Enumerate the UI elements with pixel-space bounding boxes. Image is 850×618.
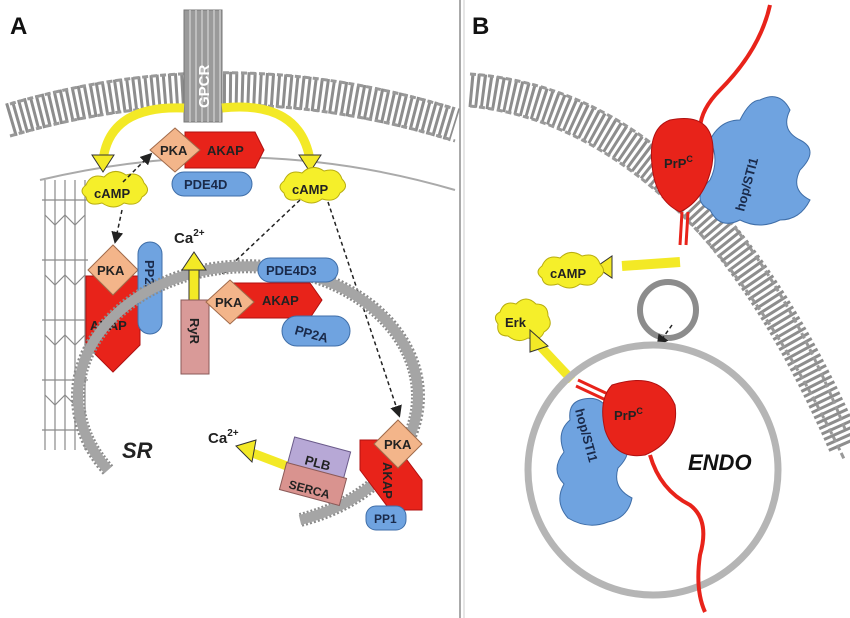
- pka-right-label: PKA: [384, 437, 412, 452]
- endosome: [524, 341, 782, 599]
- erk: [494, 298, 551, 342]
- ca-uptake-arrow-head: [235, 439, 257, 464]
- pka-left-label: PKA: [97, 263, 125, 278]
- akap-mid-label: AKAP: [262, 293, 299, 308]
- erk-label: Erk: [505, 315, 527, 330]
- endo-label: ENDO: [688, 450, 752, 475]
- akap-top-label: AKAP: [207, 143, 244, 158]
- camp-right-label: cAMP: [292, 182, 328, 197]
- prpc-top: [650, 118, 714, 213]
- ca-release-arrow-shaft: [188, 267, 200, 301]
- ca-top-label: Ca2+: [174, 228, 205, 247]
- pka-right: [373, 419, 423, 469]
- pde4d3: [257, 257, 339, 283]
- camp-b-label: cAMP: [550, 266, 586, 281]
- budding-vesicle: [637, 279, 699, 341]
- pka-top-label: PKA: [160, 143, 188, 158]
- prpc-bottom-label: PrPC: [614, 406, 643, 423]
- pka-mid: [205, 279, 255, 325]
- pka-top: [149, 127, 201, 173]
- panel-a-label: A: [10, 13, 27, 40]
- ryr-label: RyR: [187, 318, 202, 345]
- camp-arrow-head-b: [595, 255, 613, 279]
- camp-arrow-shaft-b: [621, 257, 681, 271]
- pde4d-label: PDE4D: [184, 177, 227, 192]
- camp-left: [81, 171, 148, 208]
- pp1: [365, 505, 407, 531]
- akap-right-label: AKAP: [380, 462, 395, 499]
- prpc-bottom-tail: [648, 454, 707, 613]
- prpc-bottom: [602, 380, 677, 457]
- gpcr-arrow-right: [221, 102, 315, 161]
- dashed-arrow-camp-to-pka-right: [327, 201, 402, 418]
- dashed-arrow-endocytosis: [656, 324, 673, 347]
- erk-arrow-head: [529, 328, 549, 353]
- camp-right: [279, 167, 346, 204]
- prpc-top-label: PrPC: [664, 154, 693, 171]
- pka-mid-label: PKA: [215, 295, 243, 310]
- pp2a-mid: [281, 315, 351, 347]
- pp1-label: PP1: [374, 512, 397, 526]
- plasma-membrane-a: [5, 71, 461, 142]
- dashed-arrow-camp-to-pka-top: [122, 152, 153, 183]
- ca-uptake-arrow-shaft: [248, 447, 294, 473]
- ca-bottom-label: Ca2+: [208, 428, 239, 447]
- prpc-top-tail: [698, 4, 772, 131]
- dashed-arrow-camp-to-pka-left: [111, 209, 124, 244]
- gpcr-receptor: [183, 9, 223, 123]
- panel-b-label: B: [472, 13, 489, 40]
- ca-release-arrow-head: [181, 251, 207, 271]
- sr-label: SR: [122, 438, 153, 463]
- pde4d: [171, 171, 253, 197]
- serca: [278, 461, 348, 507]
- dashed-arrow-camp-to-pka-mid: [221, 199, 301, 275]
- camp-b: [537, 252, 604, 289]
- pka-left: [87, 244, 139, 296]
- erk-arrow-shaft: [536, 342, 576, 384]
- ryr-channel: [180, 299, 210, 375]
- gpcr-label: GPCR: [196, 64, 213, 108]
- pde4d3-label: PDE4D3: [266, 263, 317, 278]
- camp-left-label: cAMP: [94, 186, 130, 201]
- gpcr-arrow-left: [98, 103, 185, 161]
